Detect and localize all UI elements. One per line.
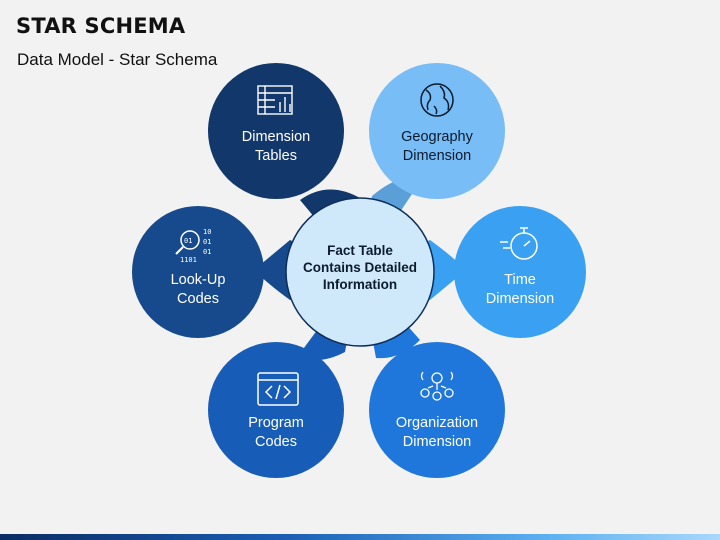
node-circle-organization-dimension[interactable] (369, 342, 505, 478)
node-label-line: Dimension (241, 129, 311, 145)
node-label-dimension-tables: Dimension Tables (216, 128, 336, 166)
node-label-organization-dimension: Organization Dimension (377, 414, 497, 452)
code-window-icon (257, 372, 299, 406)
node-circle-look-up-codes[interactable] (132, 206, 264, 338)
outer-nodes (132, 63, 586, 478)
bottom-accent-bar (0, 534, 720, 540)
node-label-line: Tables (255, 148, 297, 164)
node-label-line: Dimension (402, 148, 472, 164)
globe-icon (420, 83, 454, 117)
node-label-geography-dimension: Geography Dimension (377, 128, 497, 166)
node-label-line: Dimension (485, 291, 555, 307)
center-label-line: Fact Table (327, 243, 393, 258)
node-label-line: Look-Up (170, 272, 226, 288)
node-label-line: Time (504, 272, 536, 288)
node-label-line: Program (248, 415, 304, 431)
node-circle-geography-dimension[interactable] (369, 63, 505, 199)
node-label-line: Geography (401, 129, 473, 145)
node-label-line: Dimension (402, 434, 472, 450)
organization-icon (420, 371, 454, 401)
svg-text:01: 01 (203, 238, 211, 246)
node-circle-dimension-tables[interactable] (208, 63, 344, 199)
svg-text:1101: 1101 (180, 256, 197, 264)
svg-text:01: 01 (203, 248, 211, 256)
stopwatch-icon (500, 227, 538, 260)
center-label-line: Information (322, 277, 398, 292)
center-circle[interactable] (285, 197, 435, 347)
table-chart-icon (257, 85, 293, 115)
svg-text:10: 10 (203, 228, 211, 236)
svg-text:01: 01 (184, 237, 192, 245)
page-title: STAR SCHEMA (16, 14, 186, 38)
center-label-line: Contains Detailed (302, 260, 418, 275)
node-label-line: Organization (395, 415, 479, 431)
node-circle-program-codes[interactable] (208, 342, 344, 478)
page-subtitle: Data Model - Star Schema (17, 50, 218, 69)
node-label-line: Codes (177, 291, 219, 307)
node-label-look-up-codes: Look-Up Codes (138, 271, 258, 309)
node-label-time-dimension: Time Dimension (460, 271, 580, 309)
node-label-program-codes: Program Codes (216, 414, 336, 452)
node-circle-time-dimension[interactable] (454, 206, 586, 338)
center-label: Fact Table Contains Detailed Information (290, 242, 430, 293)
node-label-line: Codes (255, 434, 297, 450)
binary-search-icon: 01 10 01 01 1101 (175, 228, 211, 264)
